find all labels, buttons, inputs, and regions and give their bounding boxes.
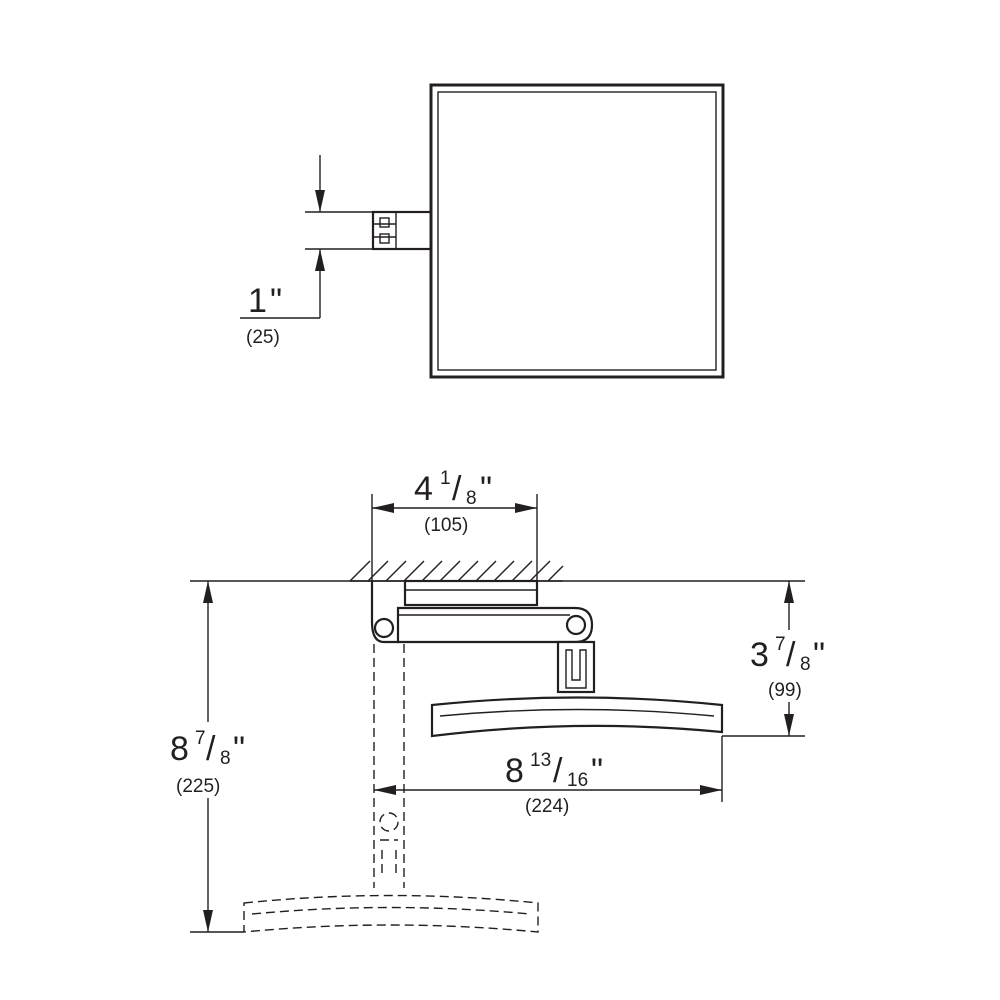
folded-position [243,644,539,933]
mirror-head-side [430,696,724,738]
mirror-head-outer [429,83,725,379]
top-view: 1 " (25) [240,83,725,379]
shaft-width-unit: " [270,282,282,320]
overall-reach-num: 7 [195,728,206,749]
arrow-up [315,249,325,271]
arrow-down [315,190,325,212]
dim-head-depth: 3 7 / 8 " (99) [722,581,833,737]
wall-plate-whole: 4 [414,470,433,508]
dim-wall-plate: 4 1 / 8 " (105) [371,468,538,581]
arm [396,606,594,644]
dim-overall-reach: 8 7 / 8 " (225) [165,581,253,933]
wall-hatch [349,560,564,582]
shaft-width-value: 1 [248,282,267,320]
wall-plate-den: 8 [466,488,477,509]
head-length-mm: (224) [525,796,569,817]
wall-plate-slash: / [452,470,462,508]
dim-head-length: 8 13 / 16 " (224) [374,736,723,817]
shaft-width-mm: (25) [246,327,280,348]
head-neck [556,640,596,694]
shaft-connector [371,210,433,251]
head-length-unit: " [591,752,603,790]
overall-reach-whole: 8 [170,730,189,768]
overall-reach-mm: (225) [176,776,220,797]
wall-plate-mm: (105) [424,515,468,536]
head-length-num: 13 [530,750,551,771]
overall-reach-slash: / [206,730,216,768]
head-depth-mm: (99) [768,680,802,701]
head-depth-unit: " [813,636,825,674]
head-depth-whole: 3 [750,636,769,674]
overall-reach-den: 8 [220,748,231,769]
overall-reach-unit: " [233,730,245,768]
head-length-whole: 8 [505,752,524,790]
wall-plate-num: 1 [440,468,451,489]
wall-plate-unit: " [480,470,492,508]
arm-pivot [565,614,587,636]
side-view: 4 1 / 8 " (105) [165,468,833,933]
head-depth-den: 8 [800,654,811,675]
head-depth-num: 7 [775,634,786,655]
head-length-slash: / [553,752,563,790]
mirror-head-inner [437,91,717,371]
head-length-den: 16 [567,770,588,791]
wall-bracket [370,579,539,644]
wall-pivot [373,617,395,639]
head-depth-slash: / [786,636,796,674]
